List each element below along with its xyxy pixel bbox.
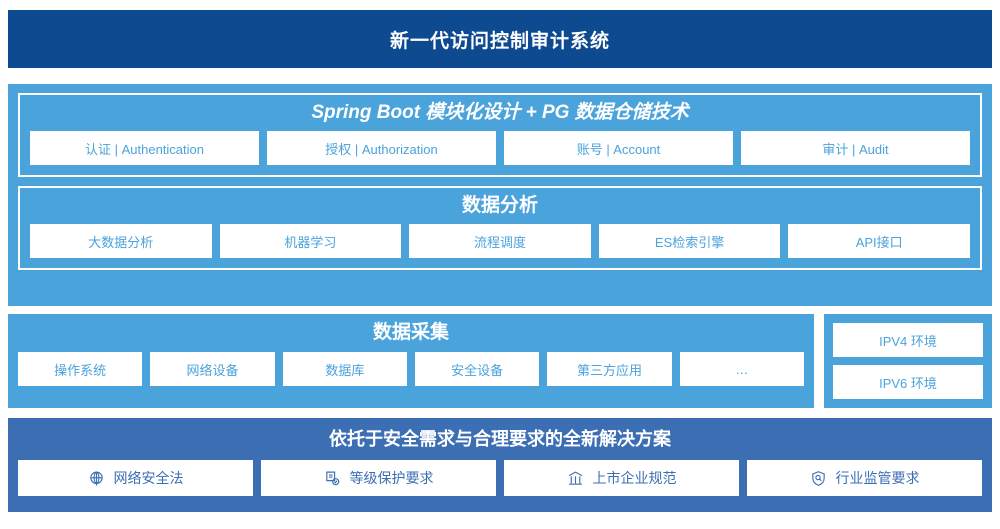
platform-container: Spring Boot 模块化设计 + PG 数据仓储技术 认证 | Authe… (8, 84, 992, 306)
panel-compliance: 依托于安全需求与合理要求的全新解决方案 网络安全法 (8, 418, 992, 512)
card-classified-protection[interactable]: 等级保护要求 (261, 460, 496, 496)
card-account[interactable]: 账号 | Account (504, 131, 733, 165)
card-row-spring-boot: 认证 | Authentication 授权 | Authorization 账… (30, 131, 970, 165)
card-listed-enterprise-standard[interactable]: 上市企业规范 (504, 460, 739, 496)
page-title: 新一代访问控制审计系统 (389, 30, 610, 52)
card-row-data-collection: 操作系统 网络设备 数据库 安全设备 第三方应用 … (18, 352, 804, 386)
header-banner: 新一代访问控制审计系统 (8, 10, 992, 68)
card-api-interface[interactable]: API接口 (788, 224, 970, 258)
card-security-device[interactable]: 安全设备 (414, 352, 540, 386)
card-network-device[interactable]: 网络设备 (150, 352, 275, 386)
card-process-scheduling[interactable]: 流程调度 (409, 224, 591, 258)
panel-environment: IPV4 环境 IPV6 环境 (824, 314, 992, 408)
card-ipv6-environment[interactable]: IPV6 环境 (833, 365, 983, 399)
collection-row: 数据采集 操作系统 网络设备 数据库 安全设备 第三方应用 … IPV4 环境 … (8, 314, 992, 408)
card-third-party-app[interactable]: 第三方应用 (547, 352, 672, 386)
card-more[interactable]: … (679, 352, 804, 386)
card-ipv4-environment[interactable]: IPV4 环境 (833, 323, 983, 357)
document-check-icon (324, 470, 341, 487)
card-industry-regulation[interactable]: 行业监管要求 (747, 460, 982, 496)
card-machine-learning[interactable]: 机器学习 (219, 224, 402, 258)
card-label: 等级保护要求 (349, 470, 434, 486)
panel-data-collection: 数据采集 操作系统 网络设备 数据库 安全设备 第三方应用 … (8, 314, 814, 408)
panel-title-compliance: 依托于安全需求与合理要求的全新解决方案 (329, 429, 671, 449)
card-big-data-analysis[interactable]: 大数据分析 (30, 224, 212, 258)
card-cybersecurity-law[interactable]: 网络安全法 (18, 460, 253, 496)
card-es-search-engine[interactable]: ES检索引擎 (598, 224, 781, 258)
card-database[interactable]: 数据库 (282, 352, 407, 386)
card-operating-system[interactable]: 操作系统 (18, 352, 143, 386)
globe-icon (88, 470, 105, 487)
card-row-compliance: 网络安全法 等级保护要求 (18, 460, 982, 496)
panel-title-data-collection: 数据采集 (372, 322, 449, 343)
panel-title-spring-boot: Spring Boot 模块化设计 + PG 数据仓储技术 (311, 102, 689, 123)
card-label: 网络安全法 (113, 470, 184, 486)
panel-data-analysis: 数据分析 大数据分析 机器学习 流程调度 ES检索引擎 API接口 (18, 186, 982, 270)
panel-spring-boot: Spring Boot 模块化设计 + PG 数据仓储技术 认证 | Authe… (18, 93, 982, 177)
card-label: 上市企业规范 (592, 470, 677, 486)
card-authorization[interactable]: 授权 | Authorization (267, 131, 496, 165)
card-authentication[interactable]: 认证 | Authentication (30, 131, 259, 165)
card-label: 行业监管要求 (835, 470, 920, 486)
card-row-data-analysis: 大数据分析 机器学习 流程调度 ES检索引擎 API接口 (30, 224, 970, 258)
card-audit[interactable]: 审计 | Audit (741, 131, 970, 165)
shield-search-icon (810, 470, 827, 487)
panel-title-data-analysis: 数据分析 (461, 195, 538, 216)
bank-icon (567, 470, 584, 487)
